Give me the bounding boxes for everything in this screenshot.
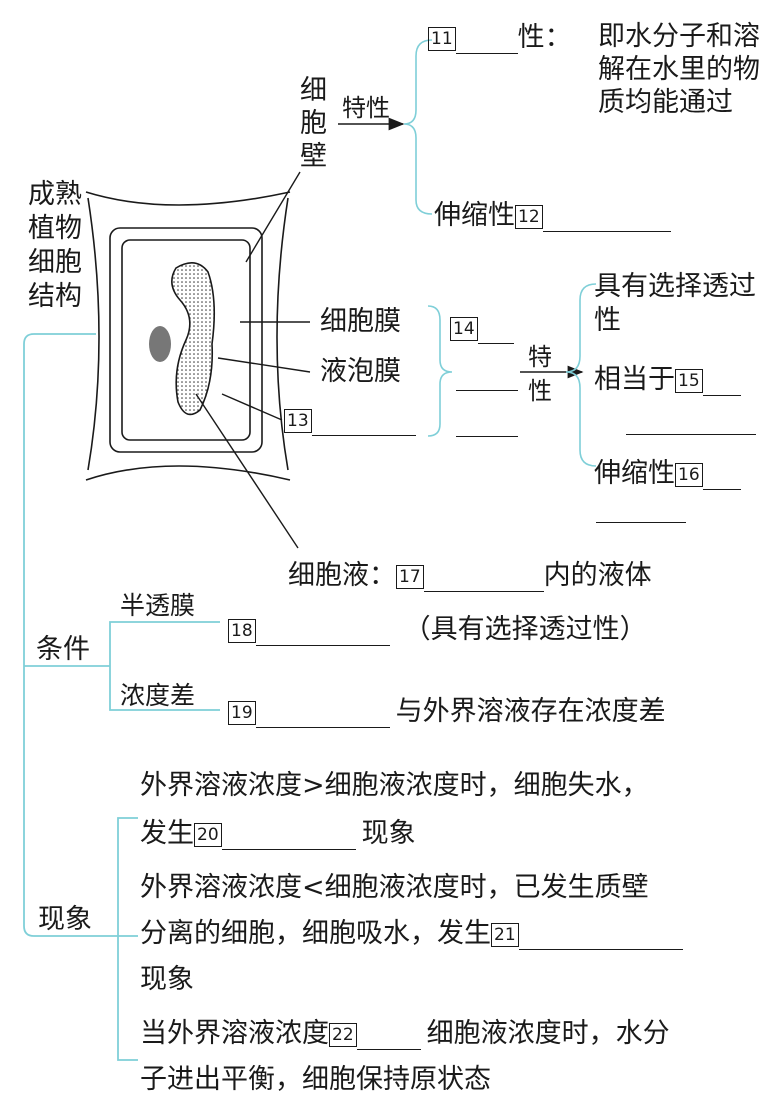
vacuole-membrane-label: 液泡膜 [320,356,401,387]
blank-16a[interactable] [702,463,741,490]
wall-prop-1-desc: 即水分子和溶解在水里的物质均能通过 [598,21,760,118]
answer-box-17: 17 [396,564,424,589]
answer-box-22: 22 [329,1022,357,1047]
root-line-1: 成熟 [28,179,82,210]
answer-box-13: 13 [284,408,312,433]
wall-prop-2-prefix: 伸缩性 [434,200,515,231]
root-line-4: 结构 [28,281,82,312]
phenomenon-1-prefix: 发生 [140,818,194,849]
blank-22[interactable] [356,1023,421,1050]
phenomenon-2-line-1: 外界溶液浓度<细胞液浓度时，已发生质壁 [140,872,649,903]
blank-17[interactable] [423,565,544,592]
phenomenon-3-line-2: 子进出平衡，细胞保持原状态 [140,1064,491,1095]
blank-14a[interactable] [477,317,514,344]
blank-11[interactable] [455,27,518,54]
leader-lines [195,171,311,549]
membrane-prop-equal-prefix: 相当于 [594,364,675,395]
phenomenon-3-prefix: 当外界溶液浓度 [140,1018,329,1049]
root-line-2: 植物 [28,213,82,244]
answer-box-20: 20 [194,822,222,847]
phenomenon-2-prefix: 分离的细胞，细胞吸水，发生 [140,918,491,949]
blank-15b[interactable] [626,434,756,435]
cell-drawing [85,191,291,481]
membrane-prop-select: 具有选择透过性 [594,271,756,336]
membrane-prop-stretch-prefix: 伸缩性 [594,458,675,489]
blank-12[interactable] [542,205,671,232]
cytoplasm-label: 13 [284,404,416,436]
cell-sap-row: 细胞液：17 内的液体 [288,560,652,592]
blank-15a[interactable] [702,369,741,396]
wall-arrow-label: 特性 [342,94,390,122]
blank-18[interactable] [255,619,390,646]
answer-box-18: 18 [228,618,256,643]
conditions-label: 条件 [36,634,90,665]
phenomenon-3-suffix: 细胞液浓度时，水分 [426,1018,670,1049]
answer-box-21: 21 [491,922,519,947]
blank-21[interactable] [518,923,683,950]
cell-membrane-label: 细胞膜 [320,306,401,337]
cell-wall-label: 细胞壁 [300,75,327,172]
semi-membrane-desc: （具有选择透过性） [403,614,647,645]
blank-13[interactable] [311,409,416,436]
q14-row: 14 [450,312,514,344]
conc-diff-desc: 与外界溶液存在浓度差 [395,696,666,727]
cell-sap-prefix: 细胞液： [288,560,396,591]
main-spine [23,333,220,1061]
semi-membrane-label: 半透膜 [120,591,196,620]
blank-14b[interactable] [456,390,518,391]
conc-diff-row: 19 与外界溶液存在浓度差 [228,696,666,728]
phenomenon-2-line-3: 现象 [140,964,194,995]
blank-16b[interactable] [596,522,686,523]
phenomena-label: 现象 [38,904,92,935]
blank-20[interactable] [221,823,356,850]
answer-box-19: 19 [228,700,256,725]
root-label: 成熟 植物 细胞 结构 [28,178,92,314]
wall-prop-1: 11 性： [428,22,572,54]
phenomenon-1-suffix: 现象 [361,818,416,849]
answer-box-11: 11 [428,26,456,51]
wall-arrow-brace [338,39,433,215]
cell-sap-suffix: 内的液体 [543,560,652,591]
semi-membrane-row: 18 （具有选择透过性） [228,614,647,646]
answer-box-16: 16 [675,462,703,487]
phenomenon-1-line-1: 外界溶液浓度>细胞液浓度时，细胞失水， [140,770,649,801]
conc-diff-label: 浓度差 [120,681,196,710]
root-line-3: 细胞 [28,247,82,278]
blank-19[interactable] [255,701,390,728]
answer-box-14: 14 [450,316,478,341]
answer-box-15: 15 [675,368,703,393]
wall-prop-1-suffix: 性： [517,22,572,53]
blank-14c[interactable] [456,436,518,437]
membrane-arrow-label: 特性 [528,343,552,405]
membrane-arrow-brace [427,283,597,467]
answer-box-12: 12 [515,204,543,229]
